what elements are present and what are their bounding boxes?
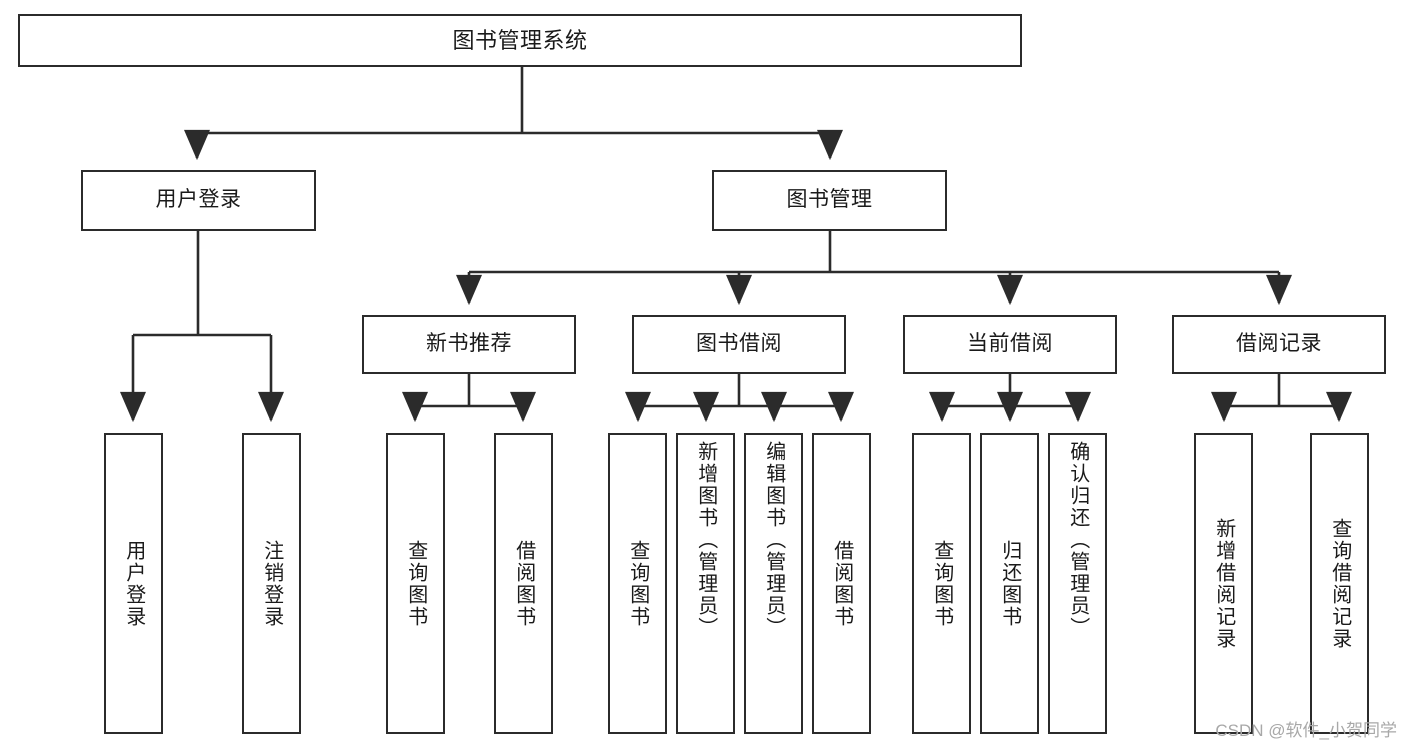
leaf-query-book-recommendation[interactable]: 查询图书: [386, 433, 445, 734]
leaf-edit-book[interactable]: 编辑图书（管理员）: [744, 433, 803, 734]
node-current-borrow-label: 当前借阅: [967, 332, 1053, 356]
leaf-user-login[interactable]: 用户登录: [104, 433, 163, 734]
leaf-return-book[interactable]: 归还图书: [980, 433, 1039, 734]
leaf-add-borrow-record[interactable]: 新增借阅记录: [1194, 433, 1253, 734]
leaf-borrow-book-recommendation[interactable]: 借阅图书: [494, 433, 553, 734]
node-book-borrow-label: 图书借阅: [696, 332, 782, 356]
leaf-query-borrow-record-label: 查询借阅记录: [1328, 517, 1351, 650]
node-user-login-label: 用户登录: [155, 188, 242, 212]
leaf-query-book-borrow[interactable]: 查询图书: [608, 433, 667, 734]
node-borrow-record[interactable]: 借阅记录: [1172, 315, 1386, 374]
leaf-edit-book-label: 编辑图书（管理员）: [762, 441, 785, 639]
leaf-query-book-recommendation-label: 查询图书: [404, 539, 427, 628]
leaf-return-book-label: 归还图书: [998, 539, 1021, 628]
csdn-watermark: CSDN @软件_小贺同学: [1215, 721, 1397, 740]
node-book-management-label: 图书管理: [786, 188, 873, 212]
leaf-borrow-book-label: 借阅图书: [830, 539, 853, 628]
leaf-query-book-borrow-label: 查询图书: [626, 539, 649, 628]
leaf-add-borrow-record-label: 新增借阅记录: [1212, 517, 1235, 650]
node-new-book-recommendation[interactable]: 新书推荐: [362, 315, 576, 374]
node-book-borrow[interactable]: 图书借阅: [632, 315, 846, 374]
leaf-add-book-label: 新增图书（管理员）: [694, 441, 717, 639]
node-borrow-record-label: 借阅记录: [1236, 332, 1322, 356]
node-new-book-recommendation-label: 新书推荐: [426, 332, 512, 356]
leaf-confirm-return[interactable]: 确认归还（管理员）: [1048, 433, 1107, 734]
leaf-borrow-book[interactable]: 借阅图书: [812, 433, 871, 734]
node-root[interactable]: 图书管理系统: [18, 14, 1022, 67]
leaf-user-logout-label: 注销登录: [260, 539, 283, 628]
leaf-confirm-return-label: 确认归还（管理员）: [1066, 441, 1089, 639]
node-current-borrow[interactable]: 当前借阅: [903, 315, 1117, 374]
leaf-query-book-current-label: 查询图书: [930, 539, 953, 628]
leaf-query-book-current[interactable]: 查询图书: [912, 433, 971, 734]
leaf-add-book[interactable]: 新增图书（管理员）: [676, 433, 735, 734]
node-root-label: 图书管理系统: [452, 27, 588, 53]
leaf-user-login-label: 用户登录: [122, 539, 145, 628]
node-book-management[interactable]: 图书管理: [712, 170, 947, 231]
leaf-borrow-book-recommendation-label: 借阅图书: [512, 539, 535, 628]
leaf-query-borrow-record[interactable]: 查询借阅记录: [1310, 433, 1369, 734]
node-user-login[interactable]: 用户登录: [81, 170, 316, 231]
leaf-user-logout[interactable]: 注销登录: [242, 433, 301, 734]
